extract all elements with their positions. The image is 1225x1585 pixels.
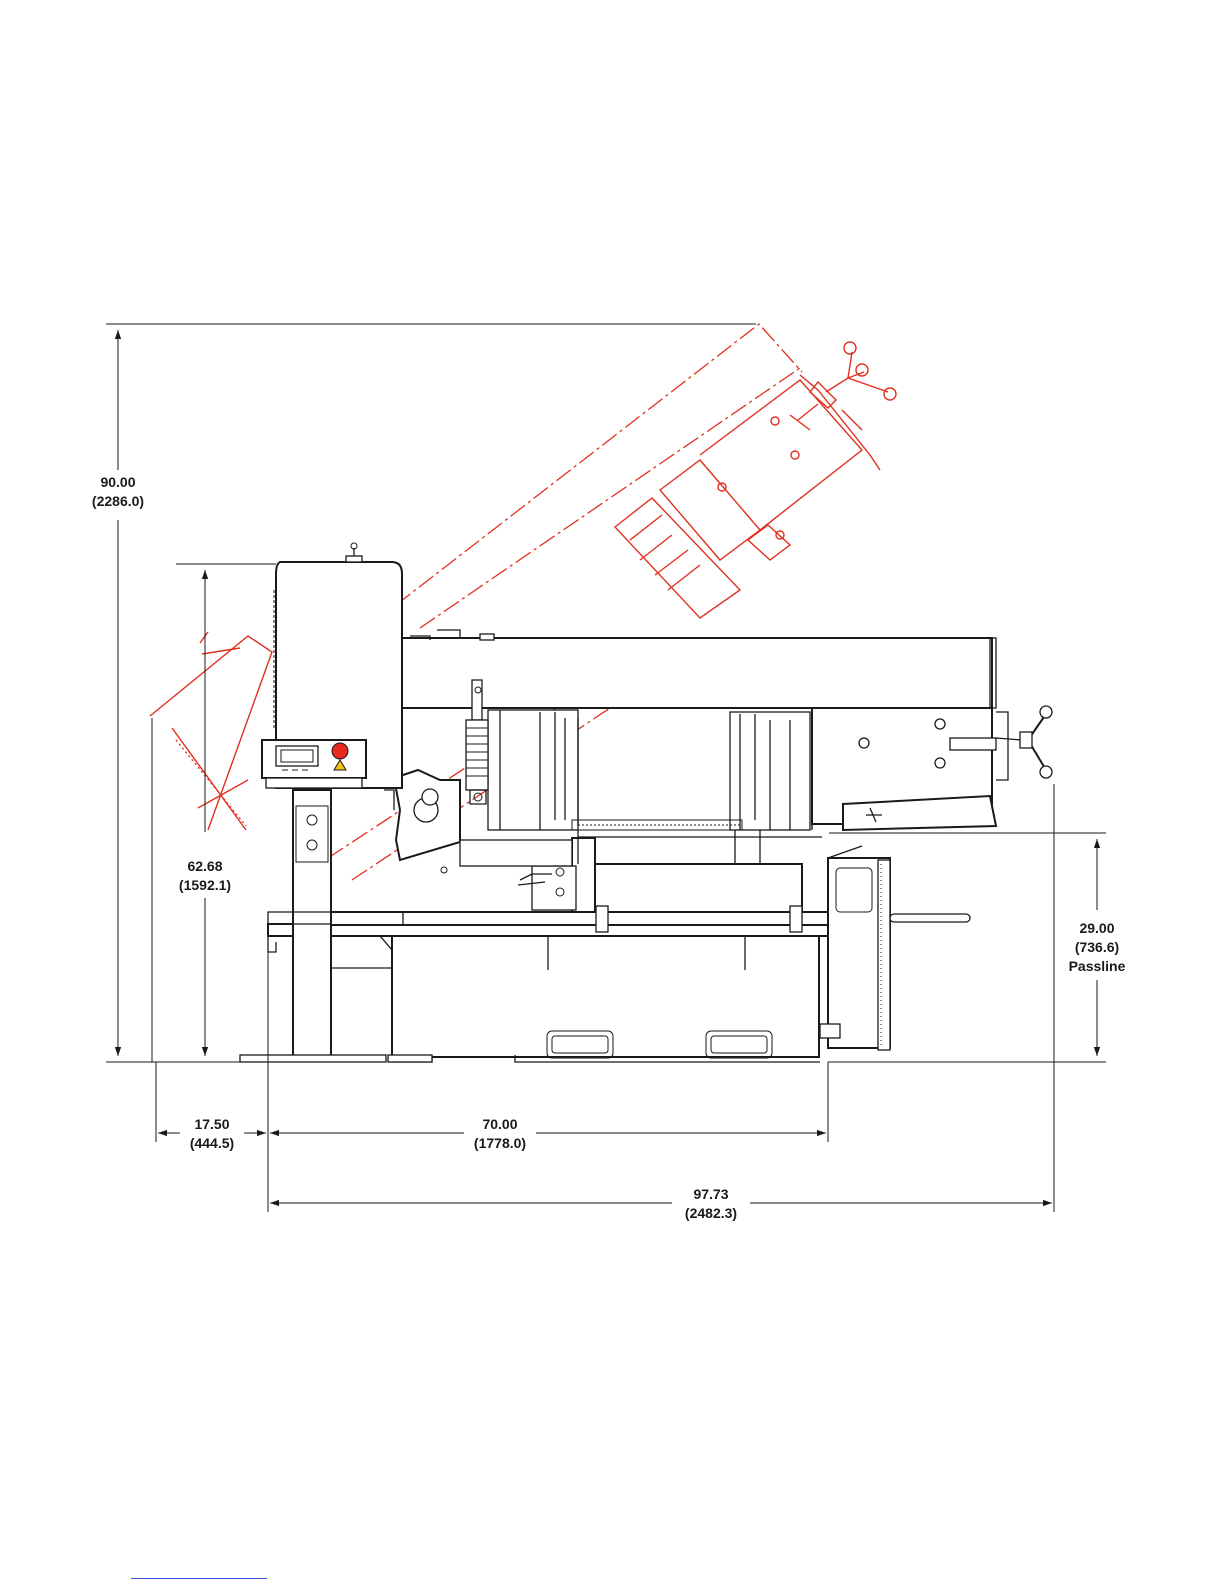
overall-height-value: 90.00 [100,474,135,490]
material-feed-unit [820,846,970,1050]
control-panel [262,740,366,788]
dimension-left-offset: 17.50 (444.5) [158,1116,266,1151]
machine-base [392,935,820,1062]
passline-label: Passline [1069,958,1126,974]
dimension-passline: 29.00 (736.6) Passline [1069,839,1126,1056]
dimension-head-height: 62.68 (1592.1) [179,570,231,1056]
dimension-base-length: 70.00 (1778.0) [270,1116,826,1151]
passline-value: 29.00 [1079,920,1114,936]
head-height-value: 62.68 [187,858,222,874]
base-length-value: 70.00 [482,1116,517,1132]
base-length-metric: (1778.0) [474,1135,526,1151]
overall-length-value: 97.73 [693,1186,728,1202]
head-height-metric: (1592.1) [179,877,231,893]
work-table [268,912,828,925]
dimension-overall-height: 90.00 (2286.0) [92,330,144,1056]
passline-metric: (736.6) [1075,939,1119,955]
dimension-overall-length: 97.73 (2482.3) [270,1186,1052,1221]
overall-length-metric: (2482.3) [685,1205,737,1221]
footer-link-underline[interactable] [131,1578,267,1579]
emergency-stop-button[interactable] [332,743,348,759]
left-offset-value: 17.50 [194,1116,229,1132]
feed-handwheel[interactable] [996,706,1052,780]
overall-height-metric: (2286.0) [92,493,144,509]
raised-handwheel [810,342,896,408]
left-offset-metric: (444.5) [190,1135,234,1151]
